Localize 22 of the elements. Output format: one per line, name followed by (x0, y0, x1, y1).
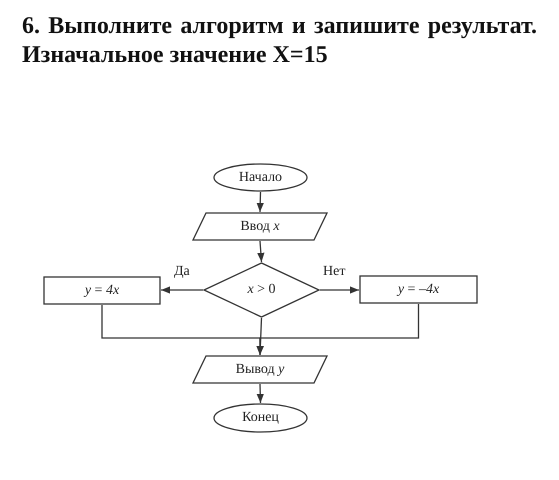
node-text: x > 0 (247, 282, 276, 298)
node-text: Начало (238, 170, 282, 186)
io-parallelogram (192, 355, 328, 384)
node-text: Вывод y (236, 362, 284, 378)
process-box (359, 275, 478, 304)
process-box (43, 276, 161, 305)
arrow (256, 384, 264, 404)
terminal-oval (213, 163, 308, 192)
arrow (256, 304, 420, 355)
arrow (257, 240, 264, 262)
decision-diamond (203, 262, 320, 318)
task-heading: 6. Выполните алгоритм и запишите результат. Изначальное значение X=15 (22, 12, 537, 70)
arrow (320, 286, 359, 294)
node-text: Конец (242, 410, 279, 426)
arrow (161, 286, 203, 294)
node-text: y = –4x (398, 282, 440, 298)
edge-label: Да (173, 264, 191, 280)
terminal-oval (213, 403, 308, 433)
node-text: y = 4x (84, 282, 120, 298)
arrow (256, 192, 264, 212)
io-parallelogram (192, 212, 328, 241)
node-text: Ввод x (240, 218, 280, 234)
